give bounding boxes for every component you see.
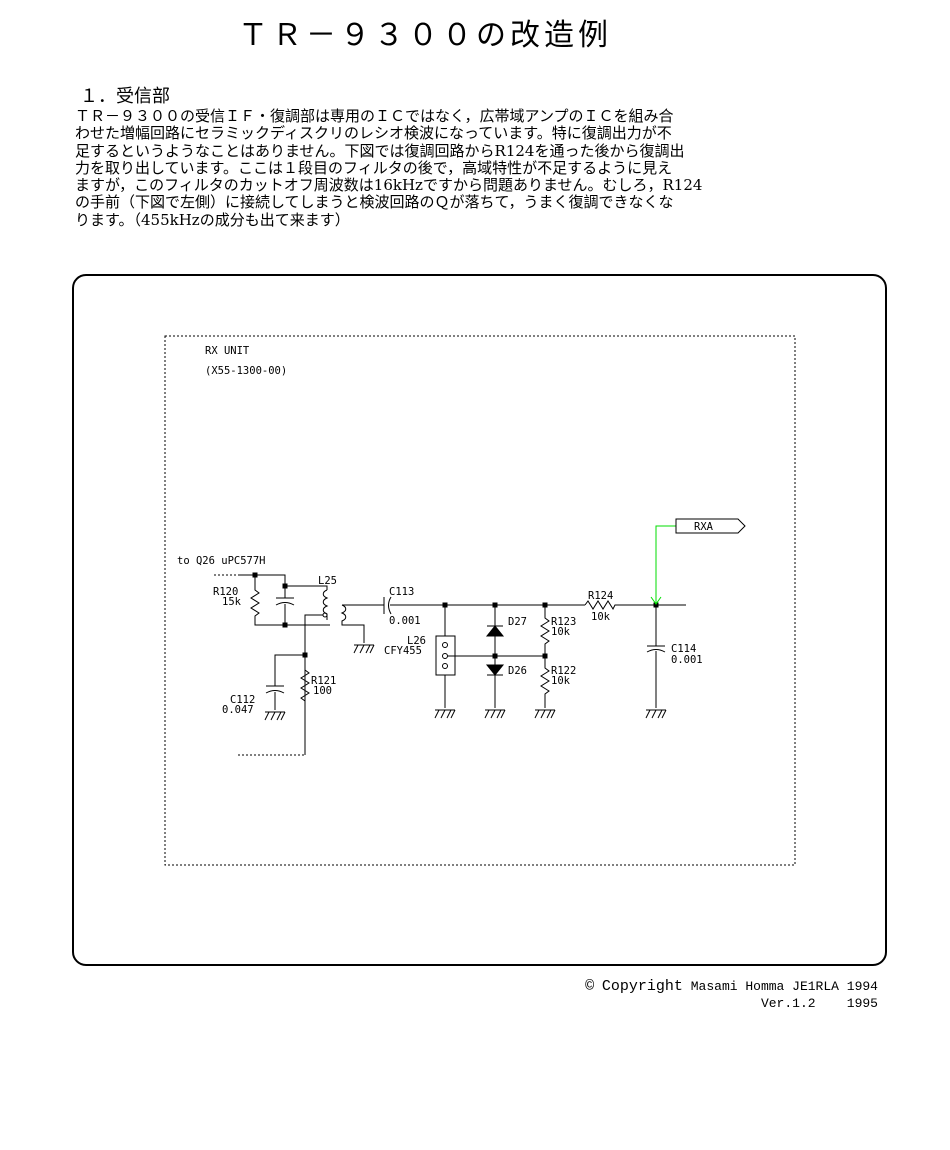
source-label: to Q26 uPC577H [177,555,266,567]
footer: © Copyright Masami Homma JE1RLA 1994 Ver… [585,978,878,1012]
label-c113: C113 [389,586,414,598]
label-r124-value: 10k [591,611,611,623]
version-year: 1995 [846,996,878,1011]
label-r124: R124 [588,590,613,602]
unit-name: RX UNIT [205,345,250,357]
label-r120: R120 [213,586,238,598]
label-c112-value: 0.047 [222,704,254,716]
unit-code: (X55-1300-00) [205,365,287,377]
label-l26-value: CFY455 [384,645,422,657]
label-r120-value: 15k [222,596,242,608]
version: Ver.1.2 [760,996,816,1011]
input-network [214,572,375,756]
label-c113-value: 0.001 [389,615,421,627]
copyright-symbol: © [585,978,595,995]
label-c114-value: 0.001 [671,654,703,666]
rxa-arrow-icon [650,596,662,605]
rxa-wire [655,525,676,604]
rxa-label: RXA [694,521,714,533]
copyright-word: Copyright [601,978,683,995]
page-title: ＴＲ－９３００の改造例 [238,18,612,53]
body-line: わせた増幅回路にセラミックディスクリのレシオ検波になっています。特に復調出力が不 [75,124,672,143]
label-d27: D27 [508,616,527,628]
detector-network [342,596,686,719]
author: Masami Homma JE1RLA [690,979,839,994]
label-d26: D26 [508,665,527,677]
component-labels: R120 15k L25 C113 0.001 L26 CFY455 D27 D… [213,575,703,716]
copyright-year: 1994 [846,979,878,994]
label-r121-value: 100 [313,685,332,697]
section-heading: １．受信部 [80,86,170,107]
unit-boundary [164,335,796,866]
body-line: ＴＲ－９３００の受信ＩＦ・復調部は専用のＩＣではなく，広帯域アンプのＩＣを組み合 [75,107,674,125]
body-line: ります。（455kHzの成分も出て来ます） [75,210,350,229]
rxa-output: RXA [650,518,746,605]
body-line: 足するというようなことはありません。下図では復調回路からR124を通った後から復… [75,141,685,160]
body-line: ますが，このフィルタのカットオフ周波数は16kHzですから問題ありません。むしろ… [75,176,703,195]
label-r122-value: 10k [551,675,571,687]
section-body: ＴＲ－９３００の受信ＩＦ・復調部は専用のＩＣではなく，広帯域アンプのＩＣを組み合… [75,107,735,229]
body-line: 力を取り出しています。ここは１段目のフィルタの後で，高域特性が不足するように見え [75,158,673,177]
label-r122: R122 [551,665,576,677]
label-l26: L26 [407,635,426,647]
label-r123-value: 10k [551,626,571,638]
body-line: の手前（下図で左側）に接続してしまうと検波回路のＱが落ちて，うまく復調できなくな [75,193,674,212]
label-l25: L25 [318,575,337,587]
label-r121: R121 [311,675,336,687]
label-c114: C114 [671,643,696,655]
label-c112: C112 [230,694,255,706]
rxa-port-icon [675,518,746,534]
label-r123: R123 [551,616,576,628]
schematic-frame [72,274,887,966]
